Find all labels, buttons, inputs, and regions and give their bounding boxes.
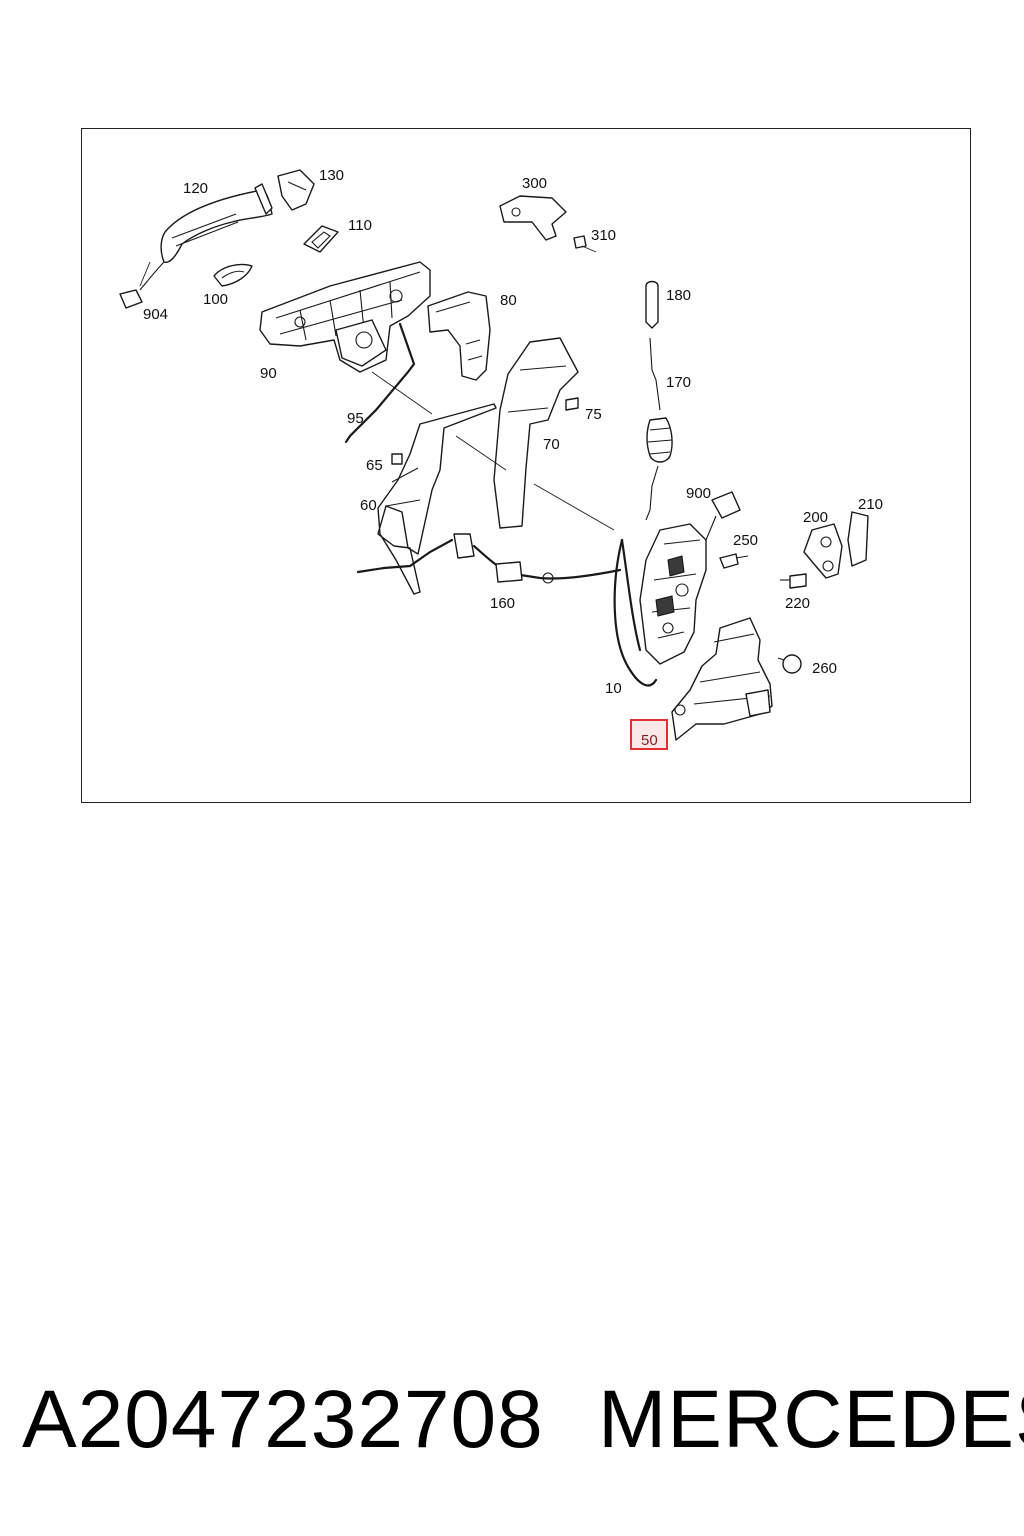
part-220-screw xyxy=(780,573,807,589)
part-90-handle-carrier xyxy=(259,261,431,373)
part-70-panel xyxy=(493,337,579,529)
callout-80: 80 xyxy=(500,292,517,309)
callout-75: 75 xyxy=(585,406,602,423)
callout-130: 130 xyxy=(319,167,344,184)
part-160-cable xyxy=(356,533,622,584)
callout-260: 260 xyxy=(812,660,837,677)
leader-lines xyxy=(139,245,615,531)
part-50-lock-cover xyxy=(671,617,773,741)
callout-120: 120 xyxy=(183,180,208,197)
callout-90: 90 xyxy=(260,365,277,382)
callout-200: 200 xyxy=(803,509,828,526)
part-904-connector xyxy=(119,261,165,309)
callout-50-highlight-box xyxy=(630,719,668,750)
part-300-bracket xyxy=(499,195,567,241)
callout-50: 50 xyxy=(641,732,658,749)
part-10-cable xyxy=(613,538,658,687)
callout-170: 170 xyxy=(666,374,691,391)
part-250-screw xyxy=(719,553,749,569)
part-75-screw xyxy=(565,397,579,411)
part-95-rod xyxy=(344,322,416,444)
callout-100: 100 xyxy=(203,291,228,308)
callout-160: 160 xyxy=(490,595,515,612)
part-65-screw xyxy=(391,453,403,465)
callout-250: 250 xyxy=(733,532,758,549)
callout-310: 310 xyxy=(591,227,616,244)
callout-10: 10 xyxy=(605,680,622,697)
callout-labels: 120 130 110 100 904 90 80 300 310 180 17… xyxy=(143,167,883,750)
callout-904: 904 xyxy=(143,306,168,323)
part-80-bracket xyxy=(427,291,491,381)
callout-70: 70 xyxy=(543,436,560,453)
part-200-striker xyxy=(803,523,843,579)
callout-220: 220 xyxy=(785,595,810,612)
part-180-lock-button xyxy=(645,280,659,329)
part-110-gasket xyxy=(303,225,339,253)
part-310-clip xyxy=(573,235,587,249)
part-130-end-cap xyxy=(277,169,315,211)
callout-300: 300 xyxy=(522,175,547,192)
callout-60: 60 xyxy=(360,497,377,514)
callout-95: 95 xyxy=(347,410,364,427)
part-210-plate xyxy=(847,511,869,567)
caption-bar: A2047232708 MERCEDES xyxy=(0,1365,1024,1475)
callout-180: 180 xyxy=(666,287,691,304)
part-170-rod-boot xyxy=(645,337,673,521)
part-900-connector xyxy=(705,491,741,541)
part-100-gasket xyxy=(213,263,253,287)
part-number: A2047232708 xyxy=(22,1374,544,1465)
part-120-door-handle xyxy=(160,183,273,263)
callout-110: 110 xyxy=(348,217,372,234)
part-260-bolt xyxy=(777,654,802,674)
callout-65: 65 xyxy=(366,457,383,474)
callout-900: 900 xyxy=(686,485,711,502)
brand-name: MERCEDES xyxy=(598,1374,1024,1465)
callout-210: 210 xyxy=(858,496,883,513)
door-lock-body xyxy=(639,523,707,665)
part-60-panel xyxy=(377,403,497,595)
